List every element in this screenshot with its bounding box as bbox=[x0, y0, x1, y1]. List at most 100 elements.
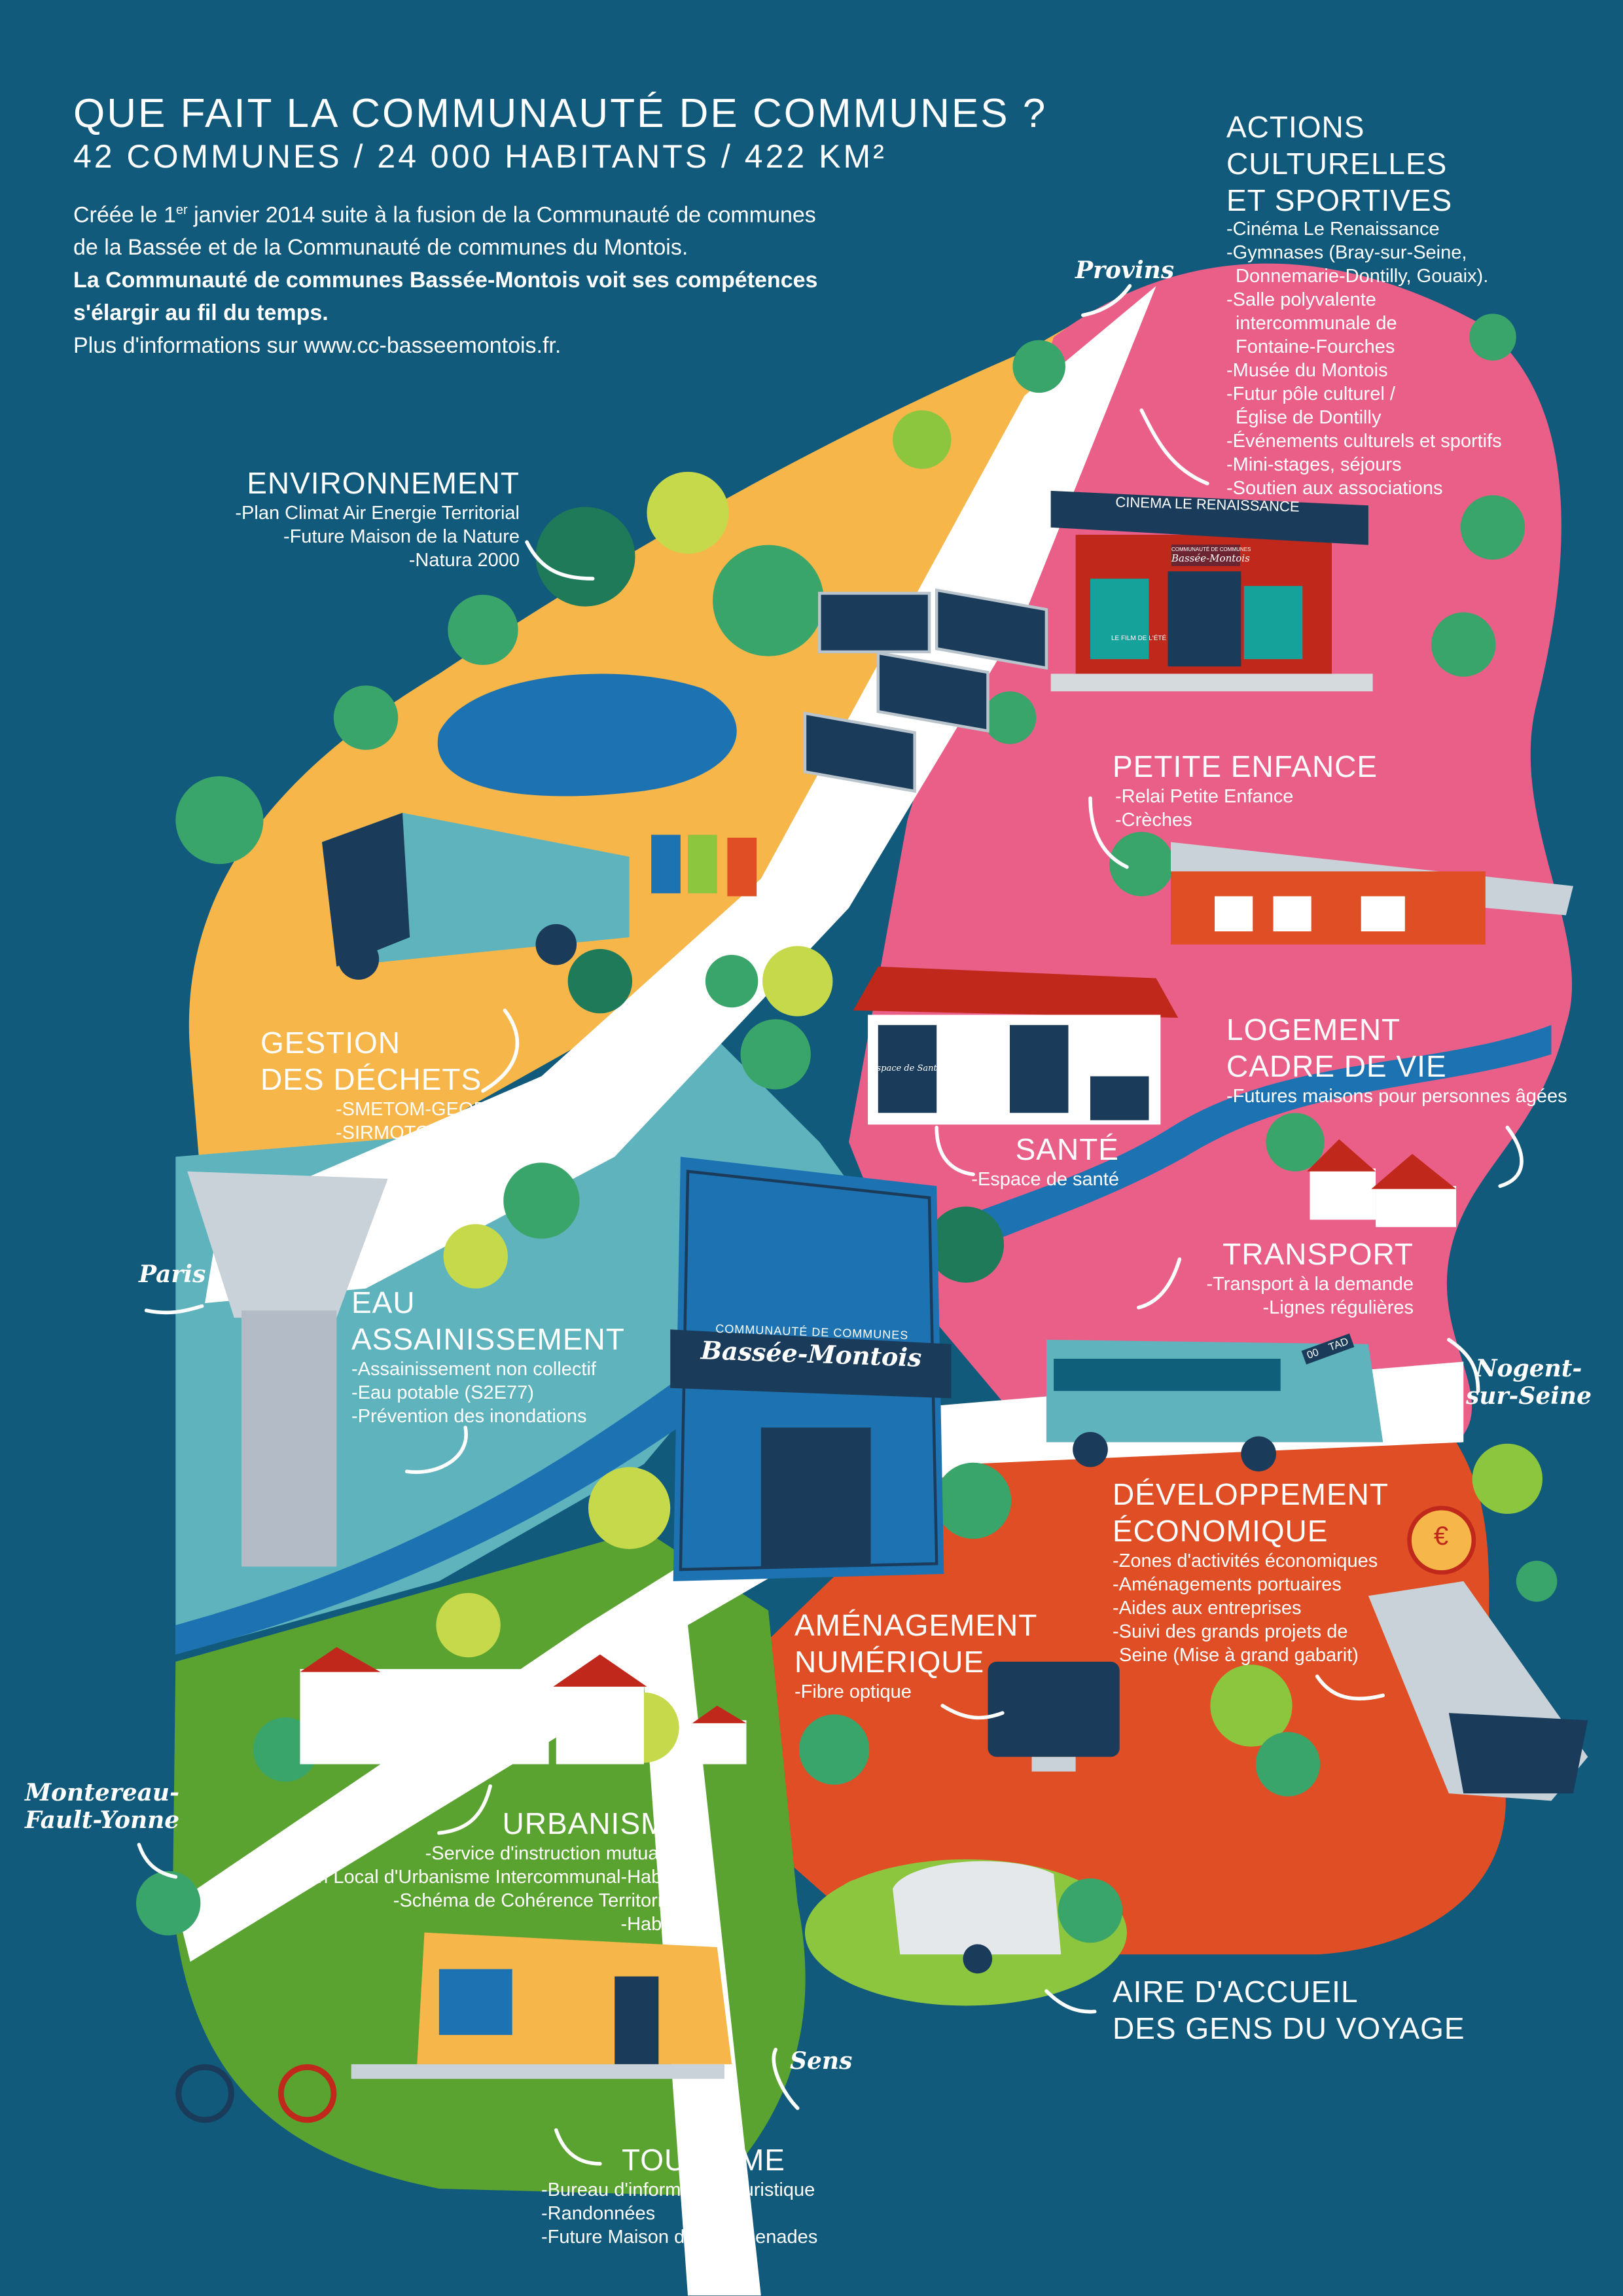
river bbox=[175, 1025, 1552, 1655]
intro-text: Créée le 1er janvier 2014 suite à la fus… bbox=[73, 194, 990, 362]
section-title: TRANSPORT bbox=[1222, 1237, 1414, 1271]
intro-line-1b: janvier 2014 suite à la fusion de la Com… bbox=[187, 202, 816, 228]
computer bbox=[988, 1661, 1120, 1772]
section-petite-enfance: PETITE ENFANCE -Relai Petite Enfance -Cr… bbox=[1113, 748, 1378, 832]
list-item: intercommunale de bbox=[1236, 313, 1397, 334]
tourism-office bbox=[351, 1932, 732, 2079]
section-title: AIRE D'ACCUEIL DES GENS DU VOYAGE bbox=[1113, 1975, 1465, 2045]
city-nogent: Nogent- sur-Seine bbox=[1466, 1355, 1592, 1410]
cinema-building bbox=[1050, 490, 1373, 692]
section-tourisme: TOURISME -Bureau d'information touristiq… bbox=[541, 2142, 817, 2249]
list-item: -Crèches bbox=[1115, 810, 1192, 831]
intro-line-4: s'élargir au fil du temps. bbox=[73, 300, 329, 326]
list-item: -Bureau d'information touristique bbox=[541, 2179, 815, 2200]
stats-line: 42 COMMUNES / 24 000 HABITANTS / 422 KM² bbox=[73, 138, 887, 175]
section-title: TOURISME bbox=[622, 2143, 785, 2177]
list-item: -Futur pôle culturel / bbox=[1226, 384, 1395, 404]
list-item: -Randonnées bbox=[541, 2203, 656, 2224]
solar-panels bbox=[803, 588, 1048, 793]
city-sens: Sens bbox=[790, 2047, 853, 2075]
list-item: -Transport à la demande bbox=[1206, 1274, 1414, 1295]
intro-line-1: Créée le 1er janvier 2014 suite à la fus… bbox=[73, 194, 990, 231]
bus bbox=[1046, 1339, 1383, 1472]
list-item: -Fibre optique bbox=[794, 1681, 912, 1702]
intro-sup: er bbox=[175, 203, 188, 217]
section-title: SANTÉ bbox=[1015, 1132, 1119, 1166]
pond bbox=[437, 673, 737, 797]
list-item: -Natura 2000 bbox=[408, 550, 520, 571]
website-link[interactable]: Plus d'informations sur www.cc-basseemon… bbox=[73, 333, 562, 359]
list-item: Fontaine-Fourches bbox=[1236, 336, 1395, 357]
pointer-arrows bbox=[137, 284, 1524, 2166]
hq-building bbox=[670, 1157, 952, 1581]
list-item: -Mini-stages, séjours bbox=[1226, 454, 1402, 475]
section-title: EAU ASSAINISSEMENT bbox=[351, 1285, 625, 1356]
list-item: -SMETOM-GEODE bbox=[336, 1099, 500, 1120]
intro-line-1a: Créée le 1 bbox=[73, 202, 176, 228]
list-item: -Musée du Montois bbox=[1226, 360, 1388, 381]
caravan bbox=[893, 1861, 1061, 1974]
list-item: -Aides aux entreprises bbox=[1113, 1598, 1302, 1619]
intro-line-3: La Communauté de communes Bassée-Montois… bbox=[73, 268, 818, 293]
list-item: -Espace de santé bbox=[971, 1169, 1119, 1190]
creche-building bbox=[1170, 842, 1573, 945]
trees bbox=[135, 314, 1558, 1943]
section-logement: LOGEMENT CADRE DE VIE -Futures maisons p… bbox=[1226, 1011, 1567, 1108]
city-paris: Paris bbox=[139, 1261, 206, 1288]
section-title: LOGEMENT CADRE DE VIE bbox=[1226, 1013, 1447, 1083]
region-economie bbox=[768, 1442, 1506, 1955]
city-provins: Provins bbox=[1075, 257, 1175, 284]
list-item: -Zones d'activités économiques bbox=[1113, 1551, 1378, 1571]
list-item: -Eau potable (S2E77) bbox=[351, 1382, 534, 1403]
list-item: -Soutien aux associations bbox=[1226, 478, 1443, 499]
city-montereau: Montereau- Fault-Yonne bbox=[25, 1779, 180, 1834]
section-title: GESTION DES DÉCHETS bbox=[260, 1026, 482, 1096]
section-title: ENVIRONNEMENT bbox=[247, 466, 520, 500]
list-item: -Schéma de Cohérence Territoriale bbox=[393, 1890, 687, 1911]
list-item: -Habitat bbox=[620, 1914, 687, 1935]
barge bbox=[1368, 1581, 1588, 1801]
poster-label: LE FILM DE L'ÉTÉ bbox=[1111, 635, 1167, 642]
section-transport: TRANSPORT -Transport à la demande -Ligne… bbox=[1207, 1236, 1414, 1319]
section-voyage: AIRE D'ACCUEIL DES GENS DU VOYAGE bbox=[1113, 1973, 1465, 2047]
section-eau: EAU ASSAINISSEMENT -Assainissement non c… bbox=[351, 1284, 625, 1428]
list-item: -Plan Local d'Urbanisme Intercommunal-Ha… bbox=[283, 1867, 687, 1888]
list-item: -Aménagements portuaires bbox=[1113, 1574, 1342, 1595]
houses bbox=[300, 1139, 1457, 1765]
section-culture: ACTIONS CULTURELLES ET SPORTIVES -Cinéma… bbox=[1226, 109, 1502, 500]
list-item: -SIRMOTOM bbox=[336, 1122, 446, 1143]
section-environnement: ENVIRONNEMENT -Plan Climat Air Energie T… bbox=[235, 465, 520, 572]
cinema-brand-plate: COMMUNAUTÉ DE COMMUNES Bassée-Montois bbox=[1171, 545, 1251, 566]
garbage-truck bbox=[321, 812, 757, 980]
euro-icon: € bbox=[1433, 1522, 1449, 1551]
list-item: Église de Dontilly bbox=[1236, 407, 1382, 428]
list-item: -Relai Petite Enfance bbox=[1115, 786, 1294, 807]
section-numerique: AMÉNAGEMENT NUMÉRIQUE -Fibre optique bbox=[794, 1607, 1037, 1704]
section-urbanisme: URBANISME -Service d'instruction mutuali… bbox=[284, 1805, 687, 1936]
cinema-brand: Bassée-Montois bbox=[1171, 552, 1250, 564]
list-item: Seine (Mise à grand gabarit) bbox=[1119, 1645, 1359, 1666]
list-item: -Prévention des inondations bbox=[351, 1406, 587, 1427]
list-item: -Événements culturels et sportifs bbox=[1226, 431, 1502, 452]
section-dechets: GESTION DES DÉCHETS -SMETOM-GEODE -SIRMO… bbox=[260, 1024, 500, 1145]
water-tower bbox=[187, 1171, 388, 1567]
list-item: -Futures maisons pour personnes âgées bbox=[1226, 1086, 1567, 1107]
sante-sign: Espace de Santé bbox=[870, 1064, 942, 1073]
list-item: Donnemarie-Dontilly, Gouaix). bbox=[1236, 266, 1489, 287]
list-item: -Assainissement non collectif bbox=[351, 1359, 596, 1380]
list-item: -Lignes régulières bbox=[1262, 1297, 1414, 1318]
section-economie: DÉVELOPPEMENT ÉCONOMIQUE -Zones d'activi… bbox=[1113, 1476, 1389, 1667]
list-item: -Gymnases (Bray-sur-Seine, bbox=[1226, 242, 1467, 263]
list-item: -Cinéma Le Renaissance bbox=[1226, 219, 1440, 240]
intro-line-2: de la Bassée et de la Communauté de comm… bbox=[73, 235, 688, 260]
section-title: PETITE ENFANCE bbox=[1113, 749, 1378, 783]
section-title: DÉVELOPPEMENT ÉCONOMIQUE bbox=[1113, 1477, 1389, 1548]
sante-building bbox=[853, 966, 1179, 1125]
list-item: -Service d'instruction mutualisé bbox=[425, 1843, 687, 1864]
list-item: -Plan Climat Air Energie Territorial bbox=[235, 503, 520, 524]
page-title: QUE FAIT LA COMMUNAUTÉ DE COMMUNES ? bbox=[73, 91, 1048, 136]
section-title: AMÉNAGEMENT NUMÉRIQUE bbox=[794, 1608, 1038, 1679]
section-sante: SANTÉ -Espace de santé bbox=[971, 1131, 1119, 1191]
euro-coin bbox=[1407, 1505, 1476, 1575]
